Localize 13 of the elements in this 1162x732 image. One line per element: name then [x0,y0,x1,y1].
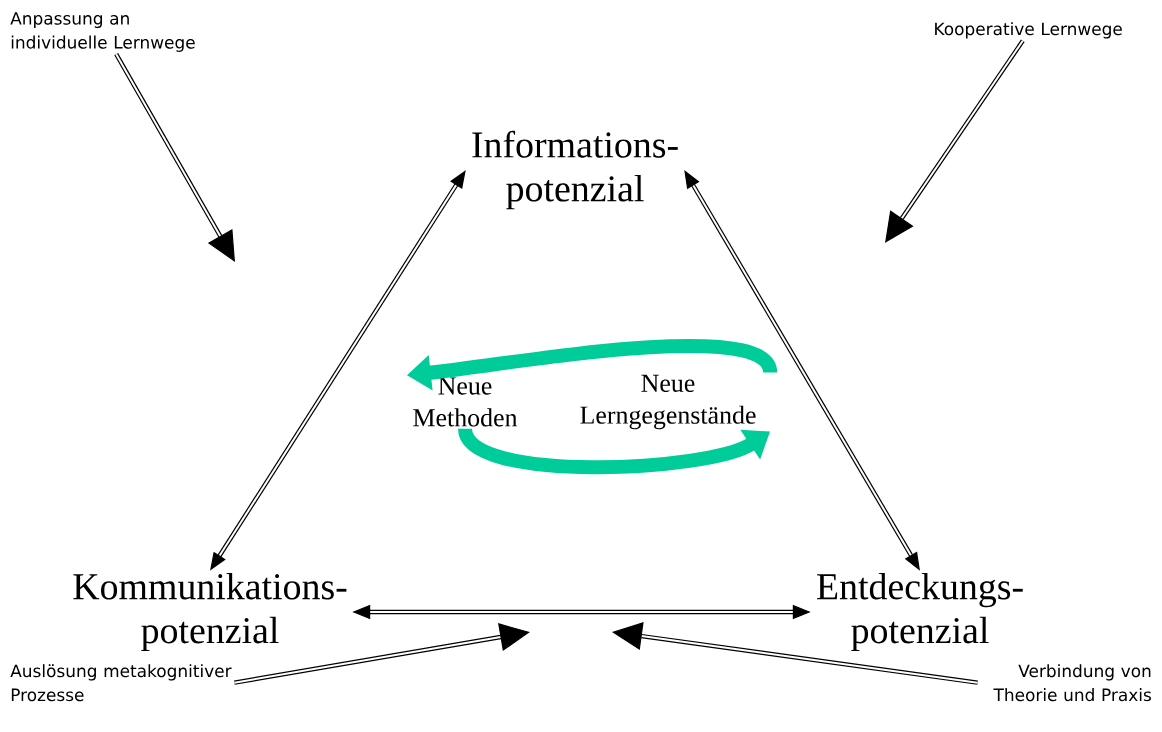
cycle-label: Neue Lerngegenstände [580,374,756,430]
concept-label: Kommunikations- potenzial [73,572,347,652]
arrow [233,623,530,685]
concept-label: Informations- potenzial [472,130,678,210]
arrow [612,622,979,685]
cycle-label: Neue Methoden [413,377,518,427]
note-text: Anpassung an individuelle Lernwege [10,12,195,52]
note-text: Auslösung metakognitiver Prozesse [10,664,232,702]
note-text: Kooperative Lernwege [935,22,1122,39]
note-text: Verbindung von Theorie und Praxis [993,664,1151,702]
arrow [885,39,1025,243]
concept-label: Entdeckungs- potenzial [817,572,1023,652]
arrow [114,53,235,262]
